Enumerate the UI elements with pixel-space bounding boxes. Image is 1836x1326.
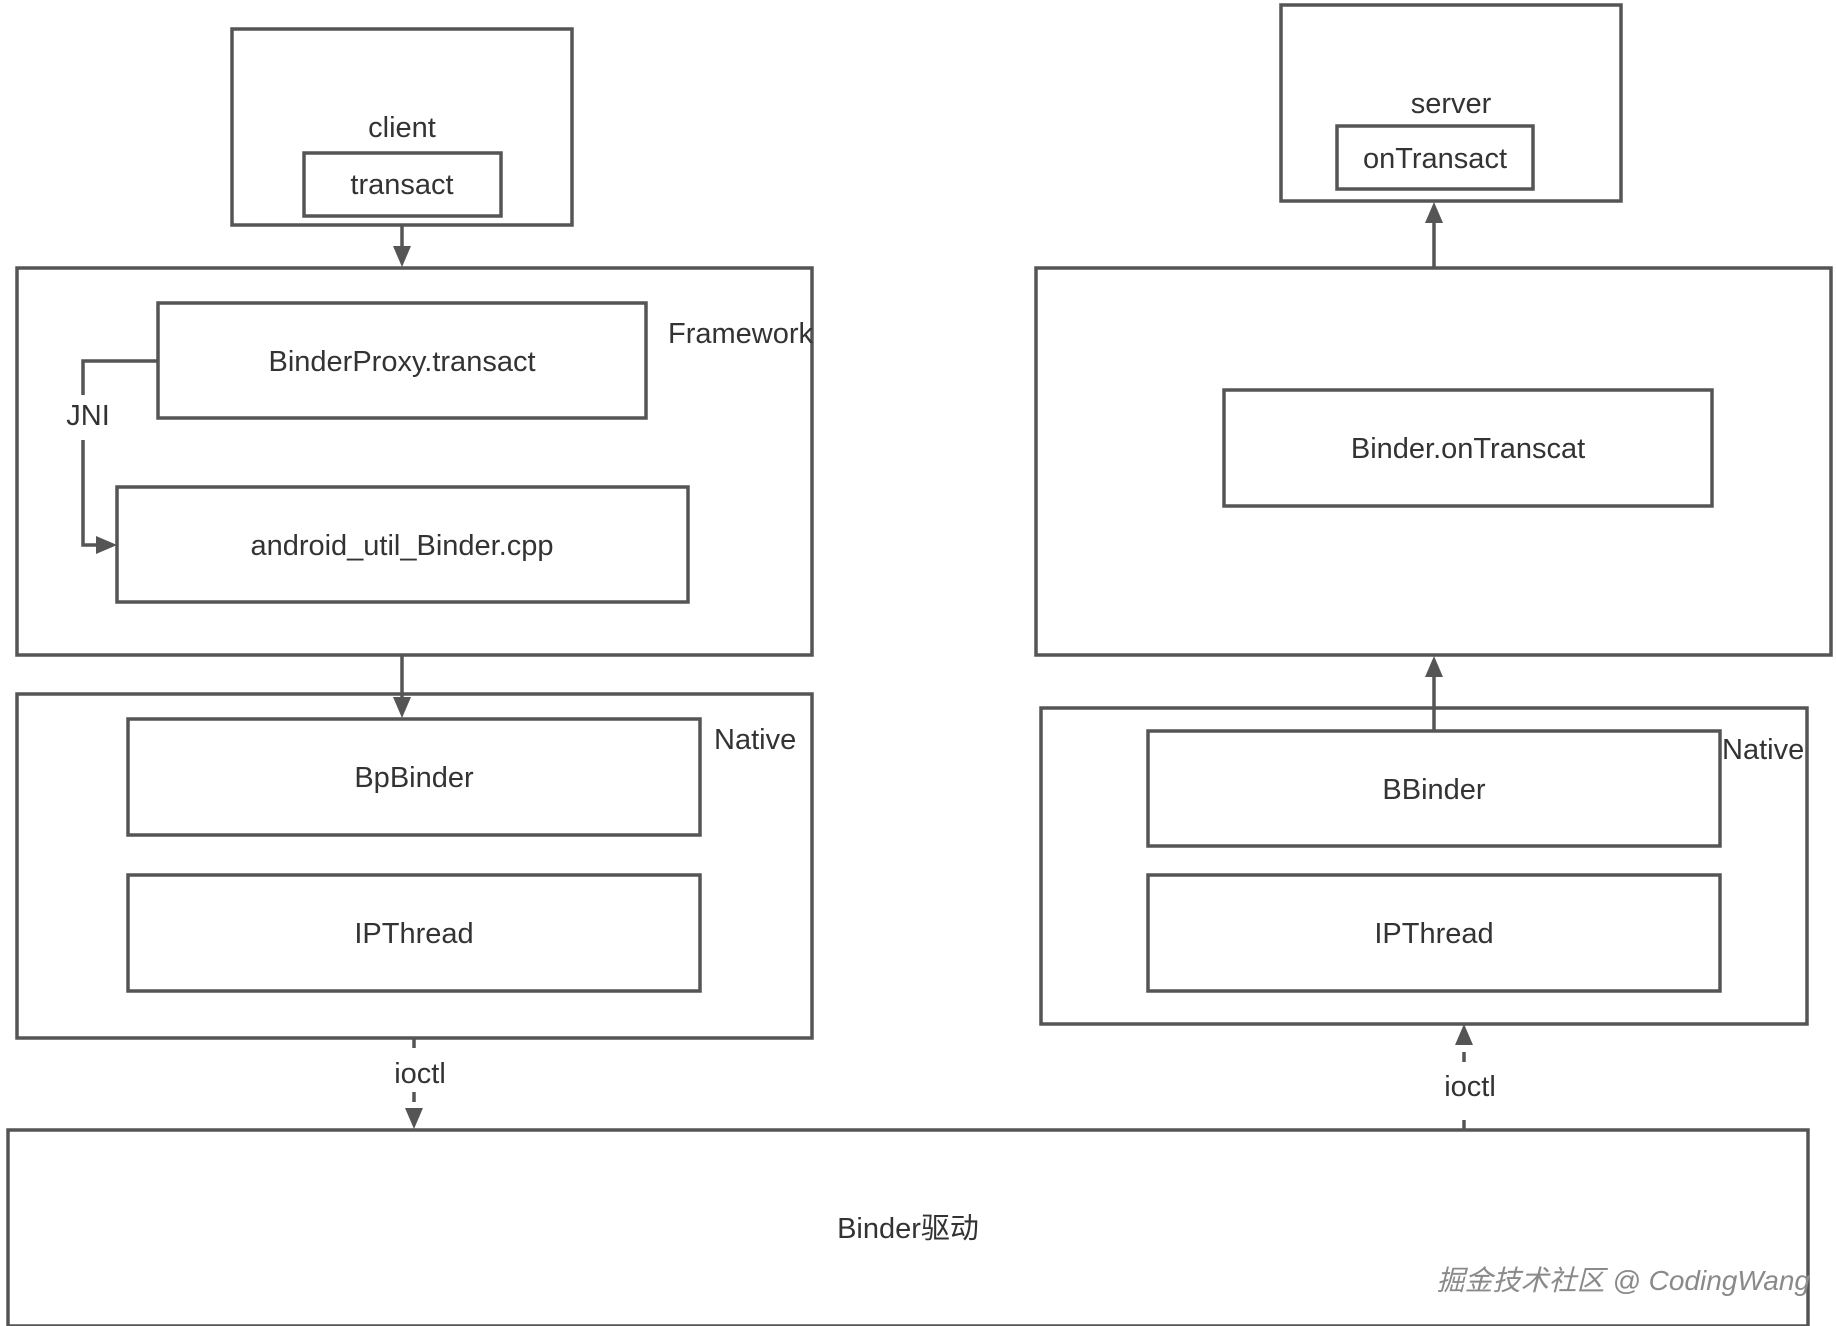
transact-box — [302, 151, 503, 218]
client-ipthread-label: IPThread — [354, 918, 473, 950]
android-util-binder-box — [115, 485, 690, 604]
binder-ontranscat-label: Binder.onTranscat — [1351, 433, 1585, 465]
bpbinder-box — [126, 717, 702, 837]
framework-label: Framework — [668, 318, 814, 350]
server-native-label: Native — [1722, 734, 1804, 766]
ontransact-label: onTransact — [1363, 143, 1507, 175]
client-ipthread-box — [126, 873, 702, 993]
bpbinder-label: BpBinder — [354, 762, 474, 794]
client-ioctl-edge: ioctl — [394, 1038, 446, 1129]
server-native-container: BBinder Native IPThread — [1039, 706, 1809, 1026]
server-box: server onTransact — [1279, 3, 1623, 203]
arrow-framework-to-server — [1425, 202, 1443, 268]
client-box: client transact — [230, 27, 574, 227]
arrow-framework-to-native — [393, 655, 411, 718]
binder-driver-label: Binder驱动 — [837, 1213, 979, 1245]
client-native-container: Native BpBinder IPThread — [15, 692, 814, 1040]
client-ioctl-label: ioctl — [394, 1058, 446, 1090]
arrow-client-to-framework — [393, 225, 411, 267]
jni-label: JNI — [66, 400, 110, 432]
arrow-native-to-framework — [1425, 656, 1443, 731]
client-native-label: Native — [714, 724, 796, 756]
server-title: server — [1411, 88, 1492, 120]
binder-driver-box: Binder驱动 — [6, 1128, 1810, 1326]
android-util-binder-label: android_util_Binder.cpp — [250, 530, 553, 562]
server-framework-container: Binder.onTranscat — [1034, 266, 1833, 657]
client-framework-container: Framework BinderProxy.transact android_u… — [15, 266, 814, 657]
transact-label: transact — [350, 169, 453, 201]
bbinder-label: BBinder — [1382, 774, 1486, 806]
server-ipthread-box — [1146, 873, 1722, 993]
binderproxy-label: BinderProxy.transact — [268, 346, 535, 378]
ontransact-box — [1335, 124, 1535, 191]
bbinder-box — [1146, 729, 1722, 848]
jni-edge: JNI — [66, 359, 158, 554]
server-ioctl-label: ioctl — [1444, 1071, 1496, 1103]
client-title: client — [368, 112, 436, 144]
watermark: 掘金技术社区 @ CodingWang — [1437, 1265, 1811, 1296]
server-ipthread-label: IPThread — [1374, 918, 1493, 950]
binder-ontranscat-box — [1222, 388, 1714, 508]
server-ioctl-edge: ioctl — [1444, 1024, 1496, 1130]
